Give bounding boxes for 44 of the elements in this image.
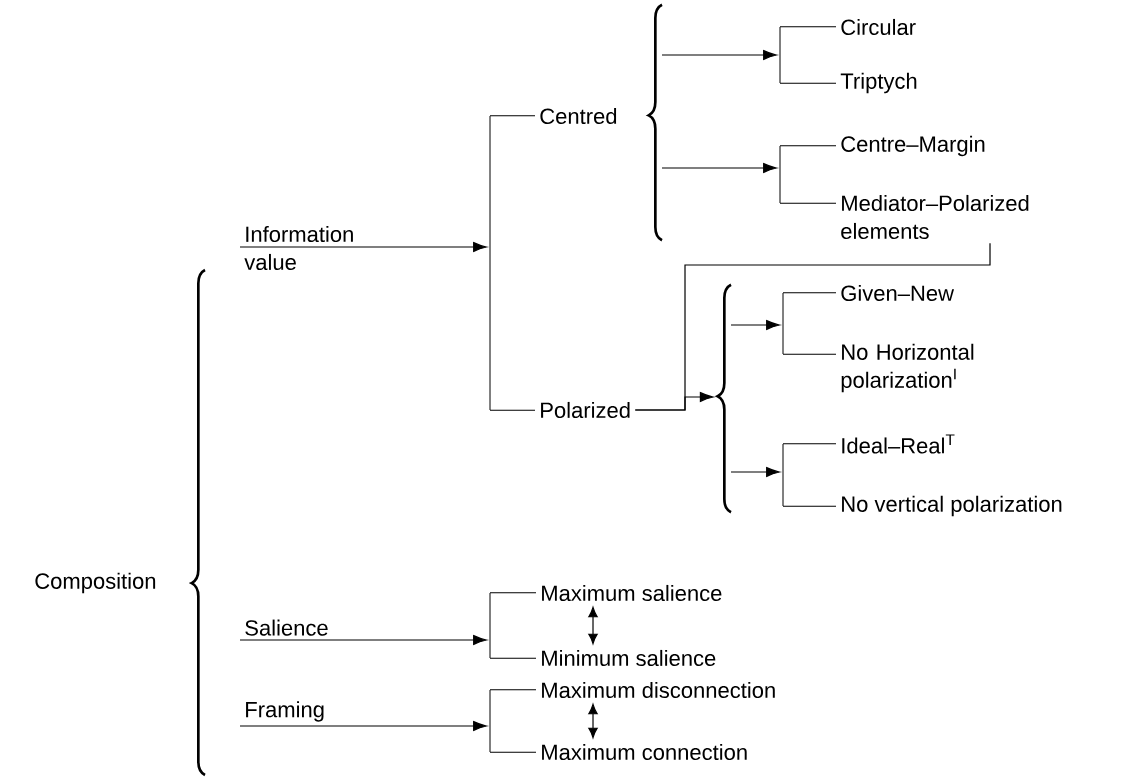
- option-label: Triptych: [840, 72, 917, 94]
- option-label: No vertical polarization: [842, 495, 1062, 517]
- option-label: Maximum salience: [542, 584, 722, 602]
- connector-line: [489, 751, 537, 753]
- option-label: Polarized: [541, 401, 630, 419]
- option-label: Mediator–Polarized elements: [841, 194, 1029, 240]
- curly-brace: [647, 3, 663, 242]
- option-label: No Horizontal polarization$^{I}$: [841, 343, 974, 393]
- double-arrow: [588, 606, 598, 645]
- option-label: Framing: [246, 701, 324, 722]
- arrow: [239, 721, 487, 731]
- option-label: Salience: [245, 619, 328, 636]
- arrow: [634, 392, 714, 411]
- connector-line: [489, 689, 537, 691]
- option-label: Centred: [540, 107, 617, 125]
- connector-line: [782, 292, 837, 294]
- connector-line: [779, 82, 837, 84]
- arrow: [239, 635, 487, 645]
- option-label: Information value: [244, 225, 353, 271]
- arrow: [239, 242, 487, 252]
- option-label: Circular: [841, 18, 916, 36]
- option-label: Maximum disconnection: [542, 681, 775, 699]
- option-label: Maximum connection: [542, 743, 747, 761]
- arrow: [661, 163, 777, 173]
- connector-line: [782, 353, 837, 355]
- connector-line: [489, 409, 536, 411]
- double-arrow: [588, 703, 598, 739]
- curly-brace: [716, 283, 732, 514]
- option-label: Composition: [35, 572, 156, 594]
- arrow: [730, 467, 780, 477]
- option-label: Minimum salience: [542, 649, 716, 667]
- connector-line: [782, 505, 837, 507]
- arrow: [661, 50, 777, 60]
- connector-line: [489, 115, 536, 117]
- connector-line: [779, 145, 837, 147]
- connector-line: [782, 443, 837, 445]
- option-label: Centre–Margin: [841, 135, 985, 157]
- arrow: [730, 320, 780, 330]
- connector-line: [489, 657, 537, 659]
- option-label: Ideal–Real$^{T}$: [842, 434, 955, 454]
- connector-line: [779, 26, 837, 28]
- option-label: Given–New: [841, 284, 954, 302]
- connector-line: [779, 202, 837, 204]
- connector-line: [489, 592, 537, 594]
